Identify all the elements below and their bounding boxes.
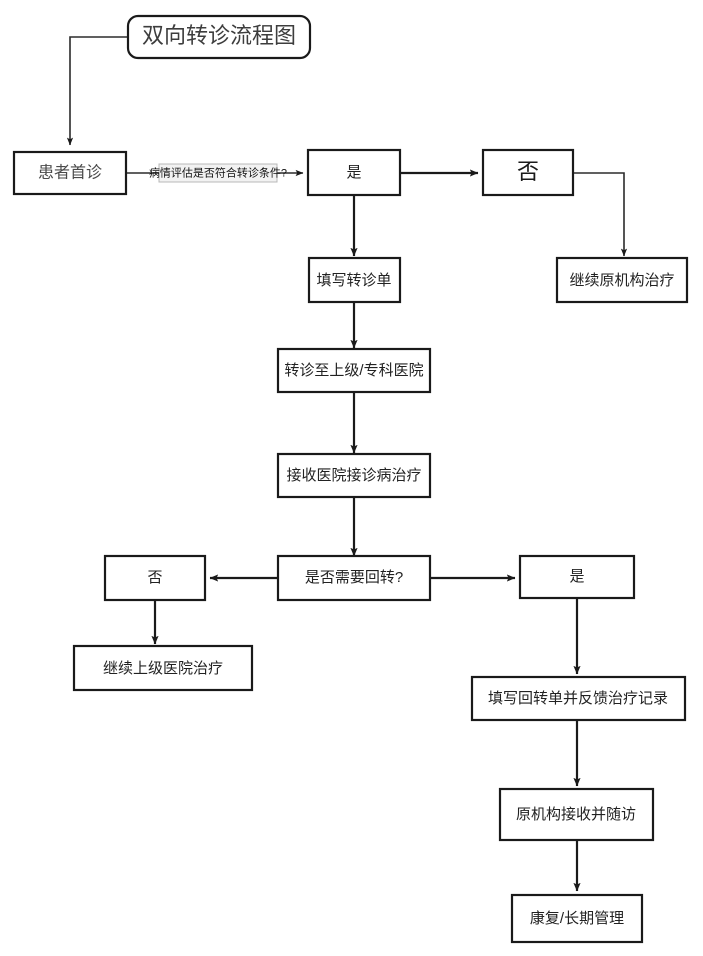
node-refer-upper-label: 转诊至上级/专科医院 (284, 361, 423, 379)
edge-label-assessment: 病情评估是否符合转诊条件? (149, 163, 287, 183)
node-decision1-yes-rect (306, 148, 402, 197)
node-first-visit-rect (12, 150, 128, 196)
node-continue-upper-label: 继续上级医院治疗 (103, 659, 223, 677)
node-title-rect (126, 14, 312, 60)
node-first-visit[interactable]: 患者首诊 (12, 150, 128, 196)
node-original-receive-rect (498, 787, 655, 842)
node-rehab-management[interactable]: 康复/长期管理 (510, 893, 644, 944)
node-fill-back-referral-label: 填写回转单并反馈治疗记录 (488, 690, 668, 707)
node-title[interactable]: 双向转诊流程图 (126, 14, 312, 60)
node-receive-hospital-label: 接收医院接诊病治疗 (286, 466, 421, 484)
edge-label-assessment-text: 病情评估是否符合转诊条件? (149, 165, 287, 179)
node-receive-hospital-rect (276, 452, 432, 499)
edge-title-to-first-visit (66, 36, 128, 146)
edge-no-to-continue-original (573, 172, 628, 257)
node-fill-back-referral[interactable]: 填写回转单并反馈治疗记录 (470, 675, 687, 722)
node-decision1-no[interactable]: 否 (481, 148, 575, 197)
node-continue-upper[interactable]: 继续上级医院治疗 (72, 644, 254, 692)
node-title-label: 双向转诊流程图 (142, 23, 296, 48)
node-refer-upper-rect (276, 347, 432, 394)
node-fill-referral-rect (307, 256, 402, 304)
node-decision2[interactable]: 是否需要回转? (276, 554, 432, 602)
node-refer-upper[interactable]: 转诊至上级/专科医院 (276, 347, 432, 394)
node-receive-hospital[interactable]: 接收医院接诊病治疗 (276, 452, 432, 499)
node-decision1-yes-label: 是 (346, 164, 361, 181)
node-decision2-no-rect (103, 554, 207, 602)
node-fill-referral[interactable]: 填写转诊单 (307, 256, 402, 304)
edge-label-assessment-box (158, 163, 278, 183)
node-original-receive[interactable]: 原机构接收并随访 (498, 787, 655, 842)
node-fill-back-referral-rect (470, 675, 687, 722)
node-continue-upper-rect (72, 644, 254, 692)
node-decision2-yes[interactable]: 是 (518, 554, 636, 600)
node-decision2-yes-rect (518, 554, 636, 600)
node-first-visit-label: 患者首诊 (38, 164, 102, 182)
node-rehab-management-rect (510, 893, 644, 944)
node-original-receive-label: 原机构接收并随访 (516, 806, 636, 823)
node-continue-original-rect (555, 256, 689, 304)
node-decision2-no-label: 否 (147, 569, 162, 586)
node-fill-referral-label: 填写转诊单 (316, 272, 391, 289)
node-continue-original[interactable]: 继续原机构治疗 (555, 256, 689, 304)
node-decision1-yes[interactable]: 是 (306, 148, 402, 197)
node-decision2-label: 是否需要回转? (305, 569, 403, 586)
node-decision1-no-label: 否 (517, 159, 539, 184)
node-continue-original-label: 继续原机构治疗 (569, 272, 674, 289)
node-decision2-rect (276, 554, 432, 602)
node-decision2-no[interactable]: 否 (103, 554, 207, 602)
node-rehab-management-label: 康复/长期管理 (530, 909, 624, 927)
node-decision1-no-rect (481, 148, 575, 197)
node-decision2-yes-label: 是 (569, 568, 584, 585)
